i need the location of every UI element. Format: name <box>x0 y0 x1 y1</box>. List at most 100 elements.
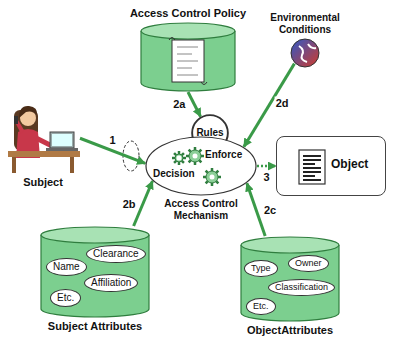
mechanism-ellipse-part <box>199 150 201 152</box>
node-label: Type <box>251 263 271 274</box>
mechanism-ellipse-part <box>178 162 181 165</box>
document-icon-part <box>303 179 321 181</box>
document-icon-part <box>299 150 325 184</box>
document-icon-part <box>303 167 321 169</box>
subject-figure-part <box>50 132 74 148</box>
mechanism-ellipse-part <box>189 150 191 152</box>
cylinder-shape-part <box>177 47 198 48</box>
callout-number: 2c <box>263 203 277 216</box>
cylinder-shape-part <box>41 235 149 317</box>
node-label: Object <box>331 158 368 171</box>
document-icon <box>293 147 333 187</box>
flow-arrow <box>257 165 276 168</box>
attribute-pill: Owner <box>288 255 329 272</box>
mechanism-ellipse-part <box>174 161 176 163</box>
subject-node: Subject <box>6 96 80 174</box>
environment-icon-part <box>291 39 319 67</box>
mechanism-ellipse-part <box>206 171 208 173</box>
cylinder-shape-part <box>177 61 198 62</box>
environment-icon-part <box>299 44 316 62</box>
subject-figure-part <box>12 157 16 173</box>
subject-figure-part <box>8 151 80 157</box>
callout-number: 2b <box>122 197 137 210</box>
document-icon-part <box>303 175 315 177</box>
subject-figure-part <box>19 106 37 118</box>
document-icon-part <box>303 171 321 173</box>
cylinder-shape-part <box>141 23 235 39</box>
document-icon-part <box>303 159 321 161</box>
mechanism-ellipse-part <box>174 153 176 155</box>
document-icon-part <box>303 163 315 165</box>
environment-icon <box>290 38 320 68</box>
callout-number: 2d <box>275 97 290 110</box>
mechanism-ellipse-part <box>182 153 184 155</box>
node-label: Subject <box>23 176 63 189</box>
subject-figure <box>6 96 80 174</box>
environment-node: Environmental Conditions <box>290 38 320 68</box>
mechanism-ellipse-part <box>177 156 182 161</box>
mechanism-ellipse-part <box>172 157 175 160</box>
policy-store: Access Control Policy <box>140 22 236 92</box>
cylinder-shape-part <box>41 227 149 243</box>
cylinder-shape-part <box>177 54 192 55</box>
mechanism-ellipse <box>145 136 257 196</box>
cylinder-shape-part <box>241 237 339 253</box>
attribute-pill: Clearance <box>86 245 146 263</box>
subject-figure-part <box>46 148 78 151</box>
mechanism-ellipse-part <box>183 157 186 160</box>
mechanism-ellipse-part <box>201 155 204 158</box>
node-label: ObjectAttributes <box>247 324 333 337</box>
node-label: Etc. <box>253 301 269 312</box>
flow-arrow <box>188 92 201 117</box>
cylinder-shape-part <box>177 75 198 76</box>
mechanism-ellipse-part <box>186 155 189 158</box>
cylinder-shape-part <box>169 38 207 85</box>
cylinder-shape <box>140 22 236 92</box>
mechanism-ellipse-part <box>206 181 208 183</box>
mechanism-ellipse-part <box>206 171 218 183</box>
mechanism-node: DecisionEnforceAccess Control Mechanism <box>145 136 257 196</box>
node-label: Access Control Mechanism <box>155 198 247 222</box>
subject-figure-part <box>70 157 74 173</box>
cylinder-shape-part <box>177 68 192 69</box>
mechanism-ellipse-part <box>194 147 197 150</box>
object-attribute-store: ObjectAttributesTypeOwnerClassificationE… <box>240 236 340 322</box>
document-icon-part <box>303 155 321 157</box>
node-label: Decision <box>153 167 195 180</box>
node-label: Access Control Policy <box>130 7 246 20</box>
cylinder-shape-part <box>241 245 339 321</box>
node-label: Owner <box>295 258 322 269</box>
callout-number: 2a <box>172 98 186 111</box>
attribute-pill: Name <box>46 258 87 276</box>
subject-attribute-store: Subject AttributesNameClearanceAffiliati… <box>40 226 150 318</box>
mechanism-ellipse-part <box>218 176 221 179</box>
mechanism-ellipse-part <box>178 151 181 154</box>
callout-number: 3 <box>262 171 270 184</box>
attribute-pill: Etc. <box>50 289 81 307</box>
mechanism-ellipse-part <box>211 168 214 171</box>
node-label: Clearance <box>93 248 139 260</box>
subject-figure-part <box>52 134 72 146</box>
node-label: Classification <box>275 282 328 293</box>
mechanism-ellipse-part <box>216 171 218 173</box>
subject-figure-part <box>14 116 18 124</box>
mechanism-ellipse-part <box>193 154 198 159</box>
mechanism-ellipse-part <box>210 175 215 180</box>
callout-number: 1 <box>109 133 117 146</box>
mechanism-ellipse-part <box>146 137 256 195</box>
flow-arrow <box>244 64 294 147</box>
attribute-pill: Type <box>244 260 278 277</box>
mechanism-ellipse-part <box>203 176 206 179</box>
mechanism-ellipse-part <box>182 161 184 163</box>
mechanism-ellipse-part <box>175 154 183 162</box>
attribute-pill: Affiliation <box>84 274 138 292</box>
mechanism-ellipse-part <box>189 150 201 162</box>
node-label: Subject Attributes <box>48 320 142 333</box>
node-label: Enforce <box>205 148 242 161</box>
cylinder-shape-part <box>172 40 204 82</box>
attribute-pill: Classification <box>268 279 335 296</box>
mechanism-ellipse-part <box>199 160 201 162</box>
object-box: Object <box>276 136 386 196</box>
mechanism-ellipse-part <box>211 183 214 186</box>
